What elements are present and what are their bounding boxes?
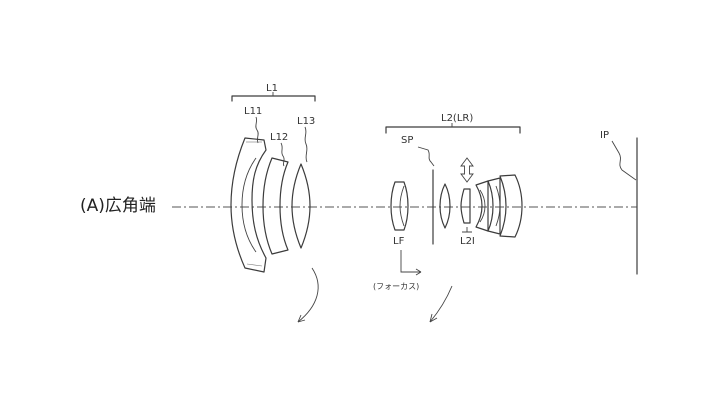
lens-l12-leader: [280, 142, 285, 167]
lens-l2-element-4: [487, 177, 501, 235]
stop-leader: [417, 146, 435, 167]
is-double-arrow: [460, 157, 474, 183]
group-l1-label: L1: [266, 83, 278, 94]
lens-l2i-bracket: [462, 227, 472, 233]
lens-l13-leader: [304, 126, 308, 163]
focus-note-label: (フォーカス): [373, 282, 419, 291]
group-l1-move-arrow: [297, 267, 319, 323]
group-l2-label: L2(LR): [441, 113, 473, 124]
lens-l2-element-5: [499, 174, 523, 238]
lens-l2-element-1: [439, 183, 451, 229]
image-plane-label: IP: [600, 130, 609, 141]
lens-l11-label: L11: [244, 106, 262, 117]
lens-l11-inner-arc: [241, 157, 257, 253]
lens-l13-label: L13: [297, 116, 315, 127]
lens-lf: [390, 181, 409, 231]
group-l2-move-arrow: [429, 285, 453, 323]
lens-l11: [230, 137, 267, 273]
group-l2-arrowhead: [429, 313, 438, 323]
lens-l2-element-3: [475, 180, 489, 232]
group-l2-bracket: [385, 126, 521, 134]
focus-direction-line: [400, 250, 421, 273]
title-label: (A)広角端: [80, 196, 156, 216]
lens-lf-inner-arc: [399, 185, 405, 227]
group-l1-bracket: [231, 95, 316, 102]
image-plane-leader: [611, 140, 637, 181]
lens-l12-label: L12: [270, 132, 288, 143]
lens-l2i-label: L2I: [460, 236, 475, 247]
stop-label: SP: [401, 135, 413, 146]
focus-group-label: LF: [393, 236, 405, 247]
lens-l2i: [460, 188, 471, 224]
focus-direction-arrowhead: [415, 268, 422, 276]
group-l1-arrowhead: [297, 314, 306, 323]
lens-l12: [262, 157, 289, 255]
lens-l13: [291, 163, 311, 249]
